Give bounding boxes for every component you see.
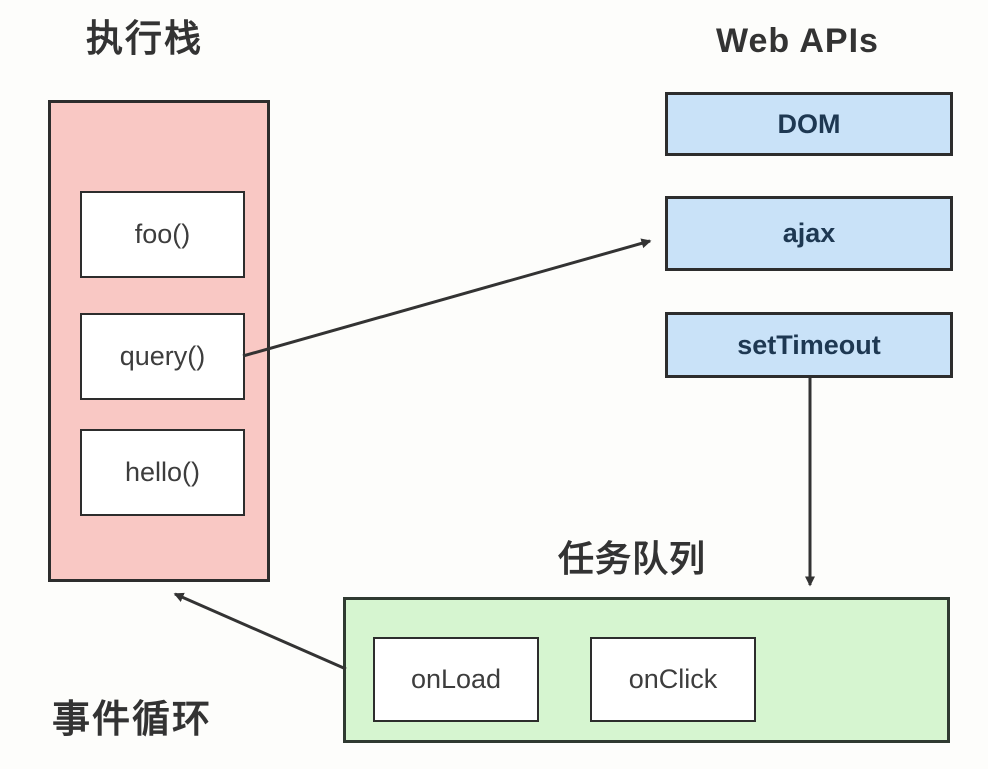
arrow-task-queue-to-execution-stack <box>173 592 347 671</box>
execution-stack-container: foo() query() hello() <box>48 100 270 582</box>
event-loop-label: 事件循环 <box>52 699 213 741</box>
task-box-onload: onLoad <box>373 637 539 722</box>
webapi-box-ajax: ajax <box>665 196 953 271</box>
task-box-onclick: onClick <box>590 637 756 722</box>
web-apis-title: Web APIs <box>716 22 879 60</box>
task-queue-title: 任务队列 <box>558 538 707 579</box>
stack-frame-hello: hello() <box>80 429 245 516</box>
stack-frame-foo: foo() <box>80 191 245 278</box>
execution-stack-title: 执行栈 <box>86 18 203 59</box>
task-queue-container: onLoad onClick <box>343 597 950 743</box>
webapi-box-dom: DOM <box>665 92 953 156</box>
arrow-query-to-ajax <box>242 238 652 358</box>
webapi-box-settimeout: setTimeout <box>665 312 953 378</box>
stack-frame-query: query() <box>80 313 245 400</box>
